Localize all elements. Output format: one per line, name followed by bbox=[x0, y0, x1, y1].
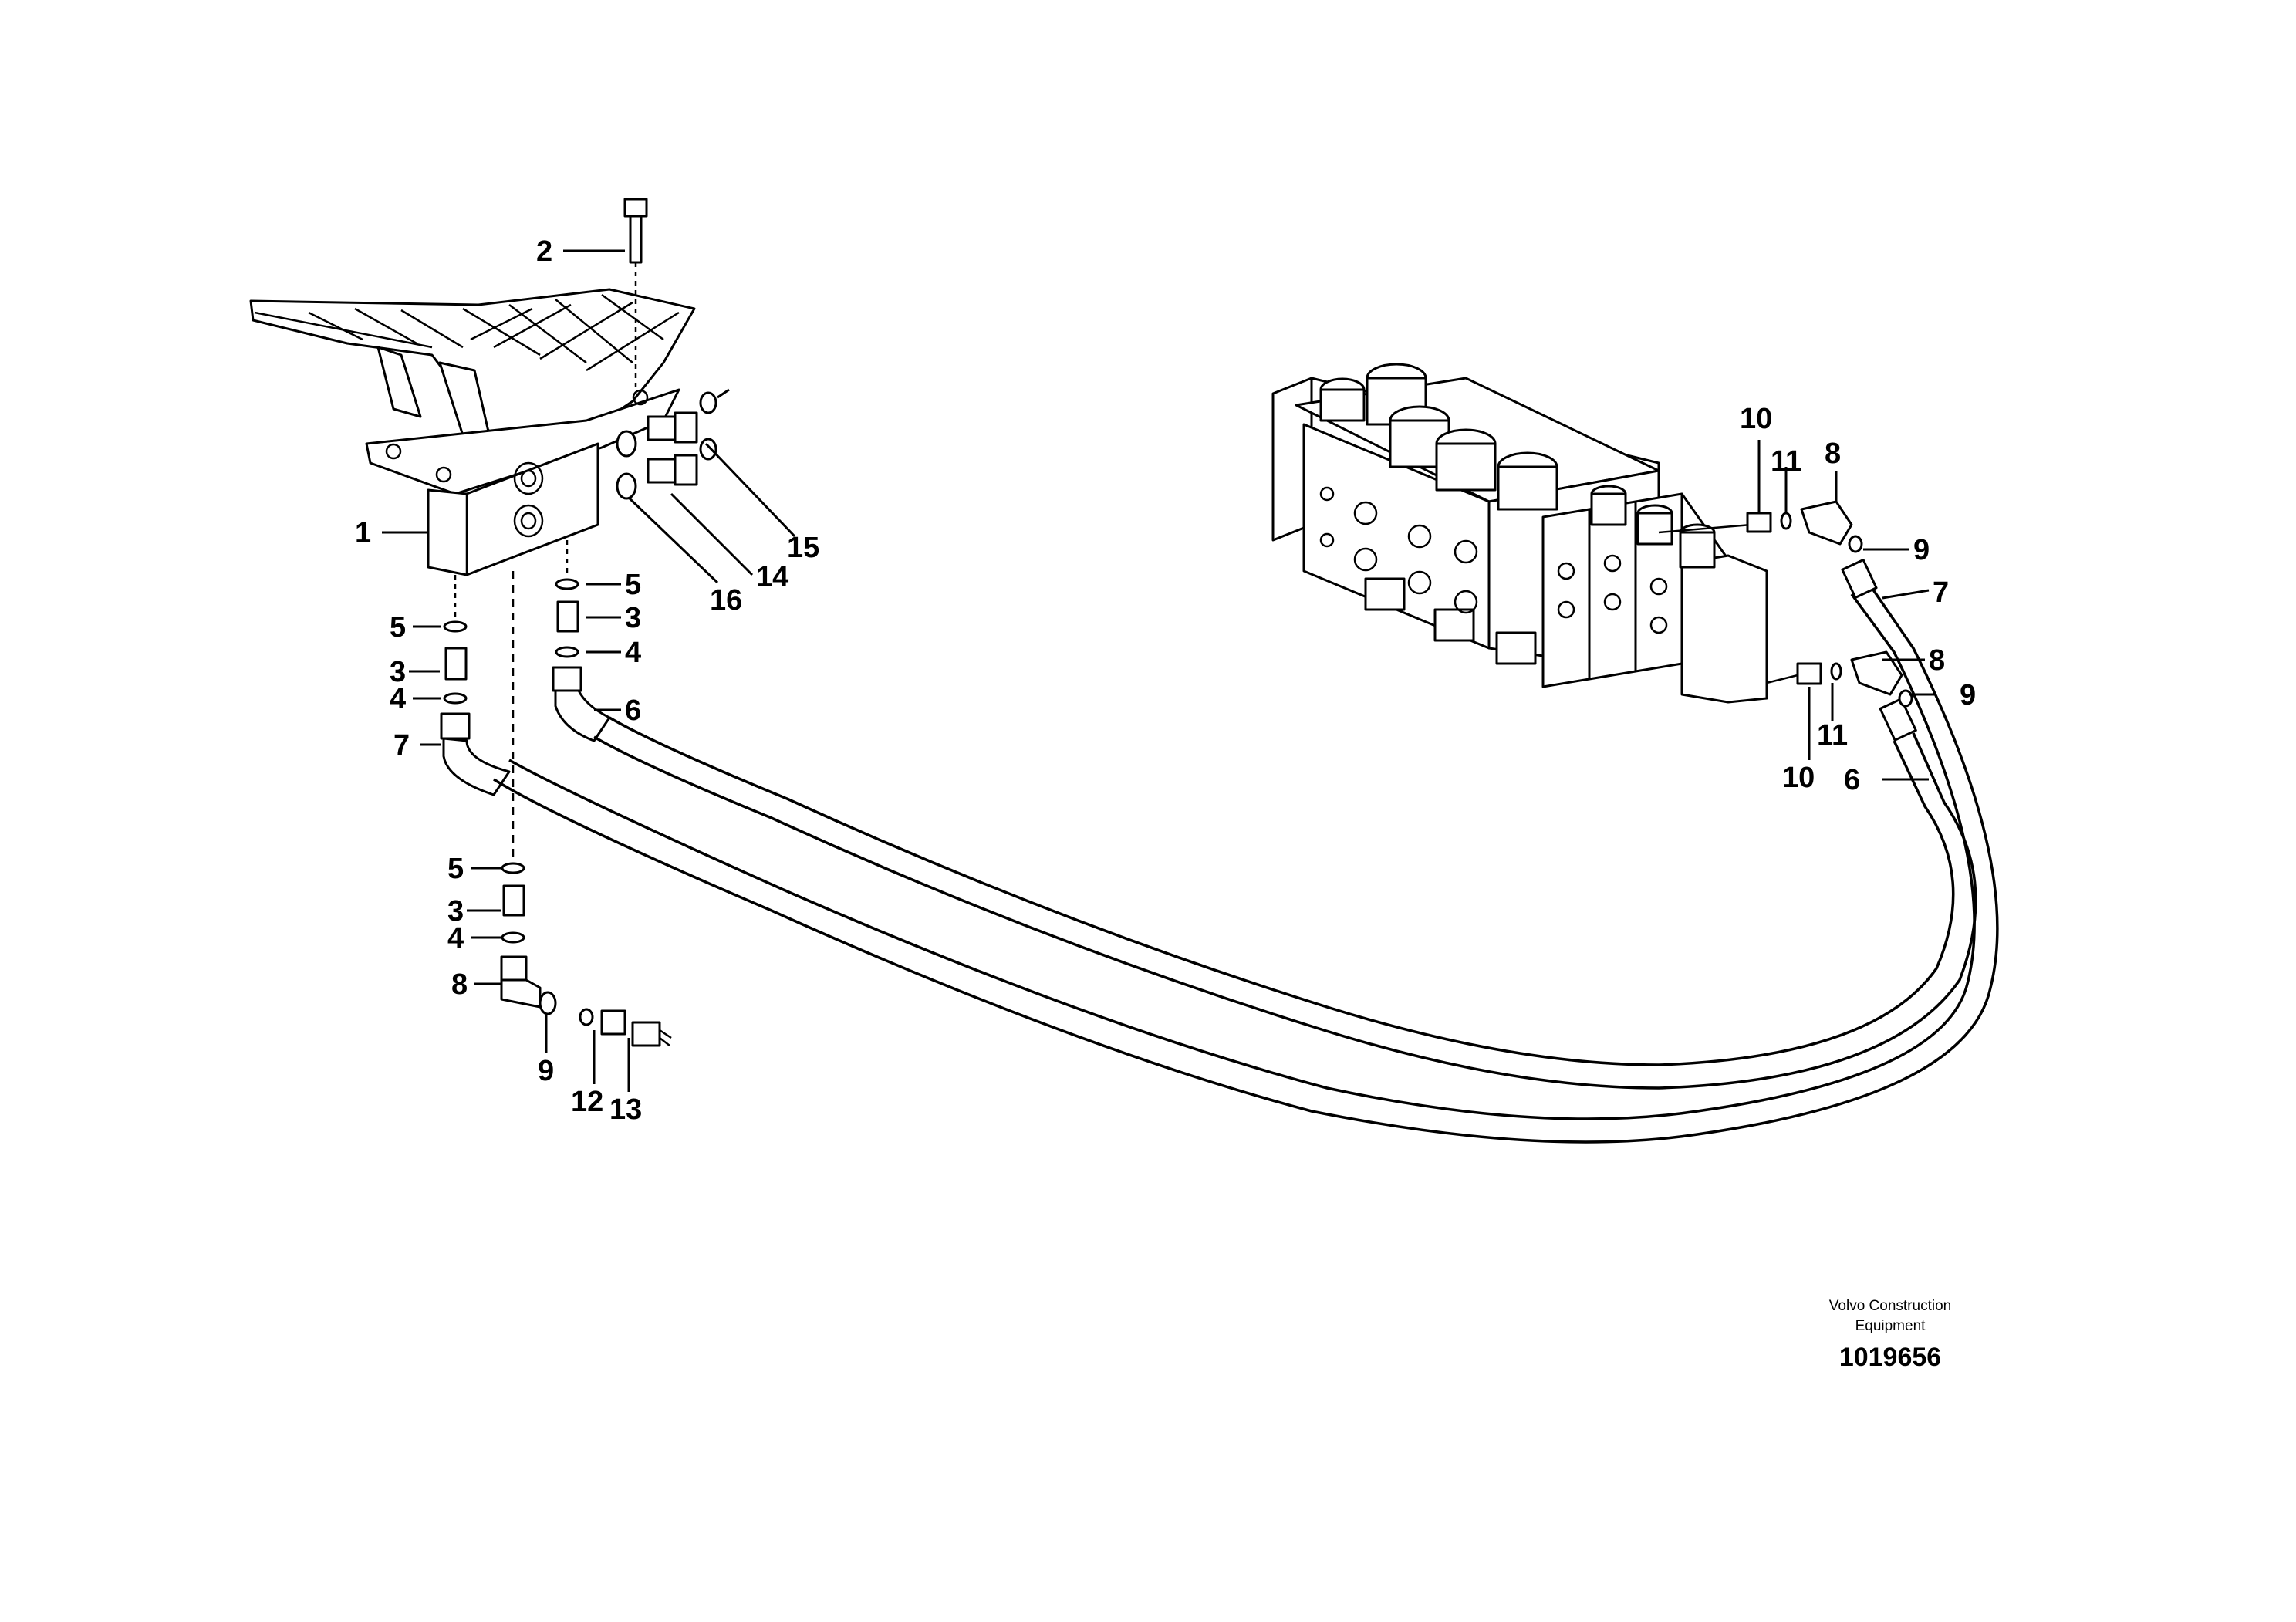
callout-7b: 7 bbox=[1933, 576, 1949, 609]
callout-4c: 4 bbox=[447, 922, 464, 955]
callout-4a: 4 bbox=[390, 683, 406, 715]
callout-3c: 3 bbox=[447, 895, 464, 928]
document-number: 1019656 bbox=[1839, 1343, 1941, 1372]
side-fittings bbox=[616, 388, 730, 500]
callout-10b: 10 bbox=[1782, 762, 1815, 794]
callout-15: 15 bbox=[787, 532, 819, 564]
lower-fitting-stack bbox=[500, 862, 672, 1047]
callout-16: 16 bbox=[710, 584, 742, 617]
callout-3a: 3 bbox=[390, 656, 406, 688]
callout-4b: 4 bbox=[625, 637, 641, 669]
callout-14: 14 bbox=[756, 561, 788, 593]
callout-9b: 9 bbox=[1913, 534, 1930, 566]
callout-8a: 8 bbox=[451, 968, 468, 1001]
right-fitting-stack bbox=[552, 540, 611, 742]
callout-labels: 1 2 5 3 4 7 5 3 4 6 5 3 4 8 9 12 13 14 1… bbox=[355, 235, 1976, 1126]
callout-13: 13 bbox=[609, 1093, 642, 1126]
callout-1: 1 bbox=[355, 517, 371, 549]
callout-9a: 9 bbox=[538, 1055, 554, 1087]
left-fitting-stack bbox=[440, 575, 511, 796]
callout-2: 2 bbox=[536, 235, 552, 268]
callout-5b: 5 bbox=[625, 569, 641, 601]
callout-6a: 6 bbox=[625, 694, 641, 727]
leader-lines bbox=[382, 249, 1936, 1092]
callout-11a: 11 bbox=[1771, 445, 1801, 478]
callout-3b: 3 bbox=[625, 602, 641, 634]
callout-10a: 10 bbox=[1740, 403, 1772, 435]
callout-11b: 11 bbox=[1817, 719, 1848, 752]
callout-9c: 9 bbox=[1960, 679, 1976, 711]
callout-5a: 5 bbox=[390, 611, 406, 644]
callout-12: 12 bbox=[571, 1086, 603, 1118]
callout-8c: 8 bbox=[1929, 644, 1945, 677]
brand-line-1: Volvo Construction bbox=[1829, 1298, 1951, 1314]
callout-8b: 8 bbox=[1825, 438, 1841, 470]
callout-5c: 5 bbox=[447, 853, 464, 885]
brand-line-2: Equipment bbox=[1855, 1318, 1926, 1334]
footer-block: Volvo Construction Equipment 1019656 bbox=[1829, 1298, 1951, 1372]
foot-pedal bbox=[249, 288, 696, 495]
callout-7a: 7 bbox=[393, 729, 410, 762]
hoses bbox=[493, 559, 1999, 1144]
control-valve-block bbox=[1271, 363, 1913, 708]
callout-6b: 6 bbox=[1844, 764, 1860, 796]
bolt-part-2 bbox=[623, 198, 648, 394]
pedal-valve-block bbox=[427, 442, 599, 576]
